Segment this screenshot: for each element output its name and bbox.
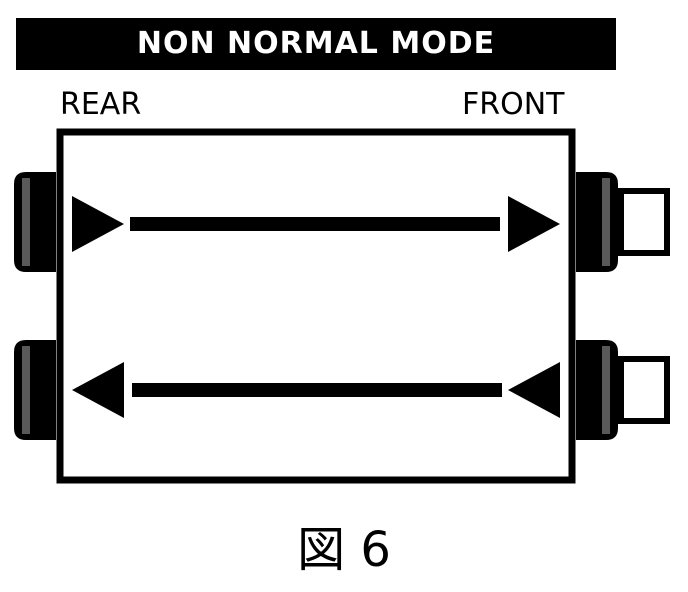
rear-label: REAR (60, 87, 142, 122)
arrow-left-icon (508, 362, 560, 418)
arrow-right-icon (508, 196, 560, 252)
rear-jack-top (14, 172, 56, 272)
arrow-left-icon (72, 362, 124, 418)
title-banner: NON NORMAL MODE (16, 18, 616, 70)
front-jack-bottom (576, 340, 670, 440)
rear-jack-bottom (14, 340, 56, 440)
front-jack-top (576, 172, 670, 272)
patchbay-box (56, 128, 576, 484)
front-label: FRONT (462, 87, 565, 122)
arrow-right-icon (72, 196, 124, 252)
mode-title: NON NORMAL MODE (136, 26, 496, 61)
figure-caption: 図 6 (297, 522, 391, 578)
signal-path-rear-to-front (72, 196, 560, 252)
signal-path-front-to-rear (72, 362, 560, 418)
